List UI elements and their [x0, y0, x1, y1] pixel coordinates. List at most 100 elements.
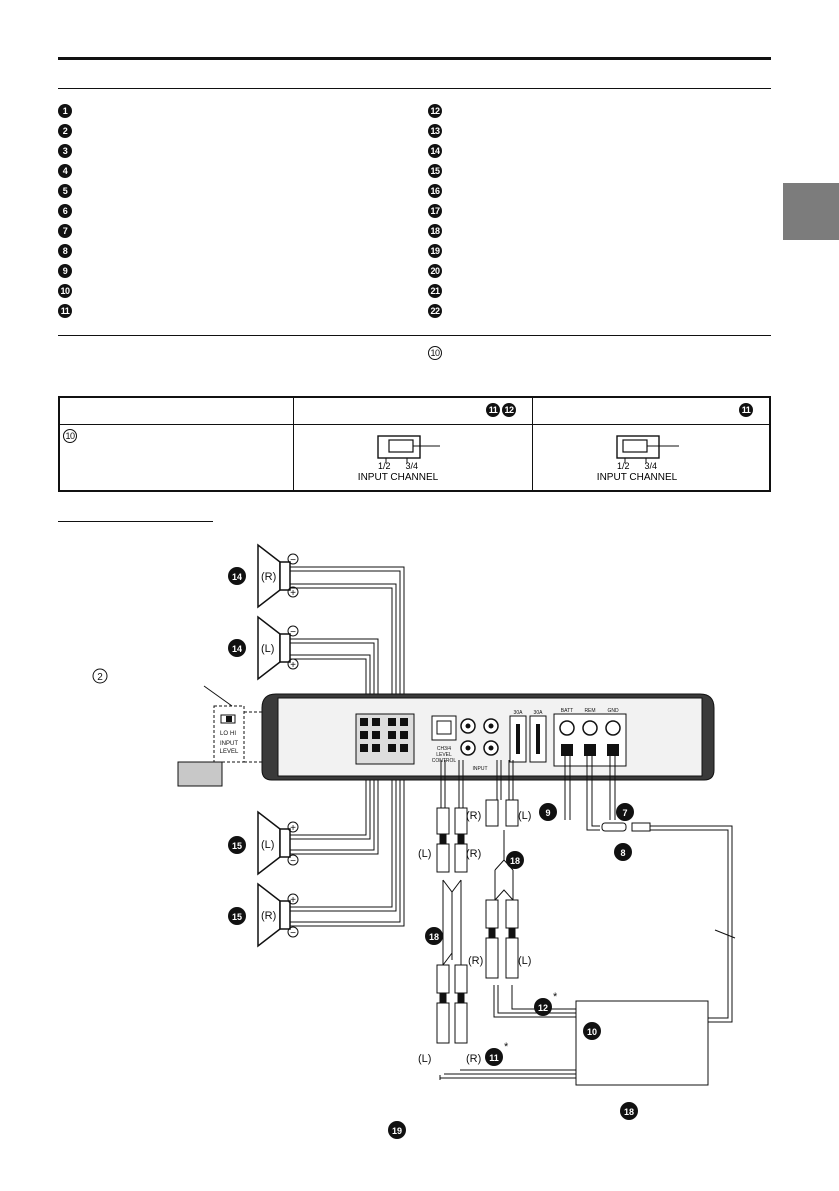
ref-2: 2: [97, 672, 103, 683]
speaker-side: (R): [261, 571, 276, 583]
switch-label: INPUT CHANNEL: [597, 472, 678, 483]
left-part-list: 1 2 3 4 5 6 7 8 9 10 11: [58, 101, 72, 321]
speaker-side: (R): [261, 910, 276, 922]
speaker-rear-right: 15 (R) + −: [228, 882, 299, 948]
rca-label-r: (R): [466, 848, 481, 860]
amp-label-ch34: CH3/4: [437, 746, 451, 752]
minus-sign: −: [290, 856, 296, 867]
list-bottom-rule: [58, 335, 771, 336]
rca-plugs: [436, 799, 519, 1044]
switch-cell-3-4: 1/2 3/4 INPUT CHANNEL: [532, 424, 771, 492]
switch-label: INPUT CHANNEL: [358, 472, 439, 483]
asterisk: *: [553, 991, 558, 1003]
ref-18b: 18: [429, 932, 439, 942]
rca-label-r: (R): [466, 810, 481, 822]
speaker-front-right: 14 (R) − +: [228, 543, 299, 609]
rca-label-l: (L): [518, 810, 531, 822]
switch-positions: 1/2 3/4: [378, 461, 418, 471]
hi-label: HI: [230, 731, 236, 737]
batt-label: BATT: [561, 708, 573, 714]
input-level-switch: LO HI INPUT LEVEL: [177, 685, 262, 787]
plus-sign: +: [290, 823, 296, 834]
ref-11: 11: [489, 1053, 499, 1063]
speaker-ref: 15: [232, 841, 242, 851]
minus-sign: −: [290, 627, 296, 638]
right-part-list: 12 13 14 15 16 17 18 19 20 21 22: [428, 101, 442, 321]
list-item: 11: [58, 301, 72, 321]
rca-label-l: (L): [418, 1053, 431, 1065]
bottom-ref-18: 18: [624, 1107, 634, 1117]
table-row-label: 10: [58, 424, 295, 492]
ref-7: 7: [622, 808, 627, 818]
minus-sign: −: [290, 928, 296, 939]
speaker-side: (L): [261, 643, 274, 655]
ref-2-circle: [92, 668, 108, 684]
speaker-ref: 14: [232, 644, 242, 654]
list-item: 13: [428, 121, 442, 141]
speaker-side: (L): [261, 839, 274, 851]
speaker-wires: [290, 566, 405, 927]
list-item: 18: [428, 221, 442, 241]
switch-cell-1-2: 1/2 3/4 INPUT CHANNEL: [293, 424, 533, 492]
list-item: 16: [428, 181, 442, 201]
ref-9: 9: [545, 808, 550, 818]
connection-diagram: 2 14 (R) − + 14 (L) − + 15 (L) + −: [92, 543, 736, 1139]
amp-label-input: INPUT: [473, 766, 488, 772]
list-item: 1: [58, 101, 72, 121]
input-label: INPUT: [220, 741, 238, 747]
list-item: 19: [428, 241, 442, 261]
switch-setting-12: 1/2 3/4 INPUT CHANNEL: [358, 435, 441, 483]
list-item: 17: [428, 201, 442, 221]
rca-cables: [439, 760, 576, 1080]
ref-12: 12: [538, 1003, 548, 1013]
asterisk: *: [504, 1041, 509, 1053]
speaker-front-left: 14 (L) − +: [228, 615, 299, 681]
speaker-rear-left: 15 (L) + −: [228, 810, 299, 876]
fuse-label-2: 30A: [534, 710, 544, 716]
rca-label-l: (L): [518, 955, 531, 967]
level-label: LEVEL: [220, 749, 239, 755]
plus-sign: +: [290, 588, 296, 599]
top-rule: [58, 57, 771, 60]
fuse-holder: [601, 822, 627, 832]
section-rule: [58, 88, 771, 89]
ref-8: 8: [620, 848, 625, 858]
plus-sign: +: [290, 660, 296, 671]
bottom-ref-19: 19: [392, 1126, 402, 1136]
rca-label-r: (R): [468, 955, 483, 967]
speaker-ref: 14: [232, 572, 242, 582]
list-item: 10: [58, 281, 72, 301]
amp-label-control: CONTROL: [432, 758, 457, 764]
rem-label: REM: [584, 708, 595, 714]
list-item: 5: [58, 181, 72, 201]
list-item: 20: [428, 261, 442, 281]
list-item: 21: [428, 281, 442, 301]
power-wires: [564, 756, 736, 1023]
ref-10: 10: [587, 1027, 597, 1037]
list-item: 4: [58, 161, 72, 181]
list-item: 15: [428, 161, 442, 181]
list-item: 3: [58, 141, 72, 161]
list-item: 2: [58, 121, 72, 141]
amp-label-level: LEVEL: [436, 752, 452, 758]
lo-label: LO: [220, 731, 228, 737]
amplifier: CH3/4 LEVEL CONTROL INPUT 30A 30A BATT R…: [261, 693, 715, 781]
list-item: 6: [58, 201, 72, 221]
list-item: 7: [58, 221, 72, 241]
list-item: 14: [428, 141, 442, 161]
switch-setting-34: 1/2 3/4 INPUT CHANNEL: [597, 435, 679, 483]
list-item: 22: [428, 301, 442, 321]
section-underline: [58, 521, 213, 522]
fuse-label-1: 30A: [514, 710, 524, 716]
list-item: 12: [428, 101, 442, 121]
list-item: 8: [58, 241, 72, 261]
table-header-1: [58, 396, 295, 425]
plus-sign: +: [290, 895, 296, 906]
head-unit-box: [575, 1000, 709, 1086]
switch-positions: 1/2 3/4: [617, 461, 657, 471]
note-ref: 10: [428, 346, 442, 360]
ref-18a: 18: [510, 856, 520, 866]
rca-label-r: (R): [466, 1053, 481, 1065]
